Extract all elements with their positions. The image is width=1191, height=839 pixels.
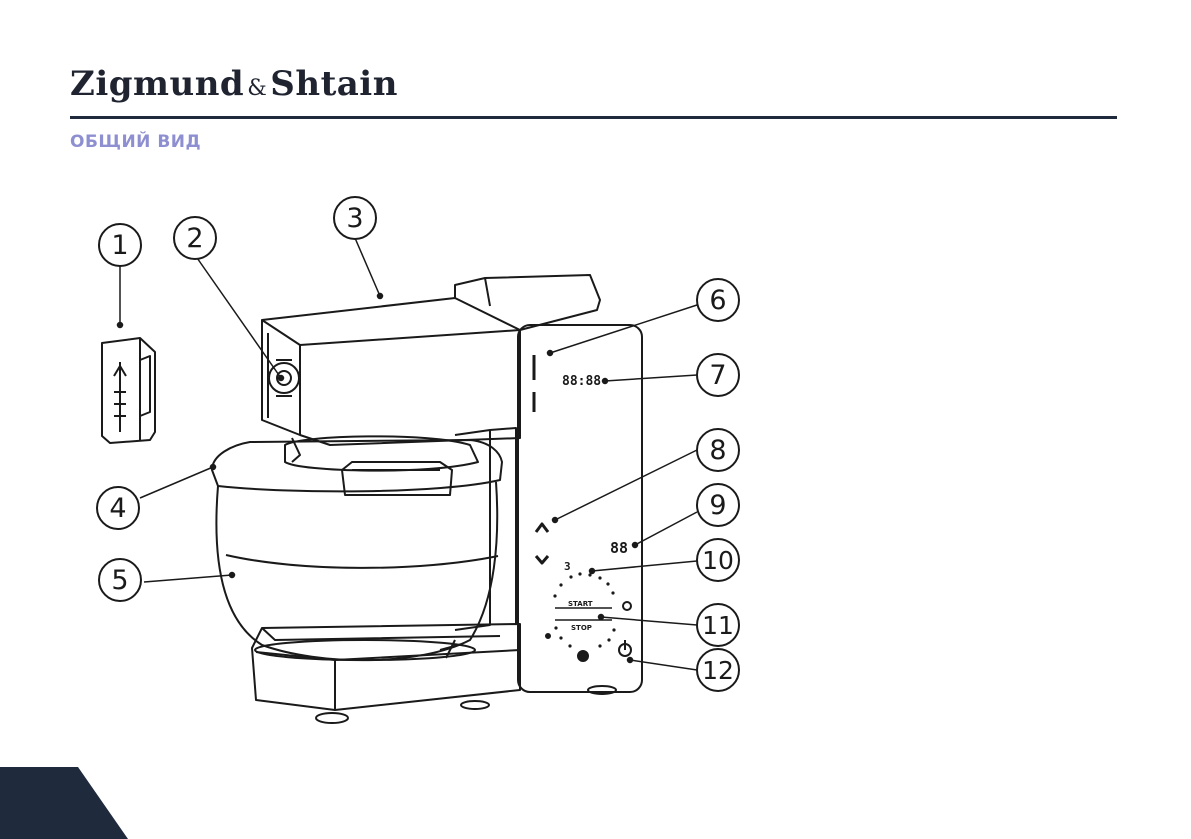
callout-4: 4 bbox=[97, 487, 139, 529]
mixer-head bbox=[262, 275, 600, 462]
callout-number: 4 bbox=[109, 493, 126, 524]
mixer-column bbox=[455, 428, 516, 630]
stop-label: STOP bbox=[571, 624, 592, 632]
time-display: 88:88 bbox=[562, 374, 601, 389]
callout-number: 12 bbox=[702, 656, 734, 685]
callout-number: 2 bbox=[186, 223, 203, 254]
callout-number: 8 bbox=[709, 435, 726, 466]
callout-number: 9 bbox=[709, 490, 726, 521]
callout-5: 5 bbox=[99, 559, 141, 601]
callout-10: 10 bbox=[697, 539, 739, 581]
callout-12: 12 bbox=[697, 649, 739, 691]
timer-dial-dots bbox=[553, 572, 615, 647]
start-label: START bbox=[568, 600, 593, 608]
attachment-cover bbox=[102, 338, 155, 443]
timer-symbol: 3 bbox=[564, 560, 571, 573]
splash-guard bbox=[285, 436, 478, 495]
callout-7: 7 bbox=[697, 354, 739, 396]
speed-display: 88 bbox=[610, 539, 628, 557]
page-corner-tab bbox=[0, 767, 128, 839]
callout-number: 3 bbox=[346, 203, 363, 234]
callout-number: 11 bbox=[702, 611, 734, 640]
callout-1: 1 bbox=[99, 224, 141, 266]
callout-9: 9 bbox=[697, 484, 739, 526]
callout-11: 11 bbox=[697, 604, 739, 646]
callout-number: 7 bbox=[709, 360, 726, 391]
callout-number: 10 bbox=[702, 546, 734, 575]
callout-number: 6 bbox=[709, 285, 726, 316]
callout-number: 5 bbox=[111, 565, 128, 596]
callout-6: 6 bbox=[697, 279, 739, 321]
callout-8: 8 bbox=[697, 429, 739, 471]
callout-3: 3 bbox=[334, 197, 376, 239]
callout-number: 1 bbox=[111, 230, 128, 261]
callout-2: 2 bbox=[174, 217, 216, 259]
